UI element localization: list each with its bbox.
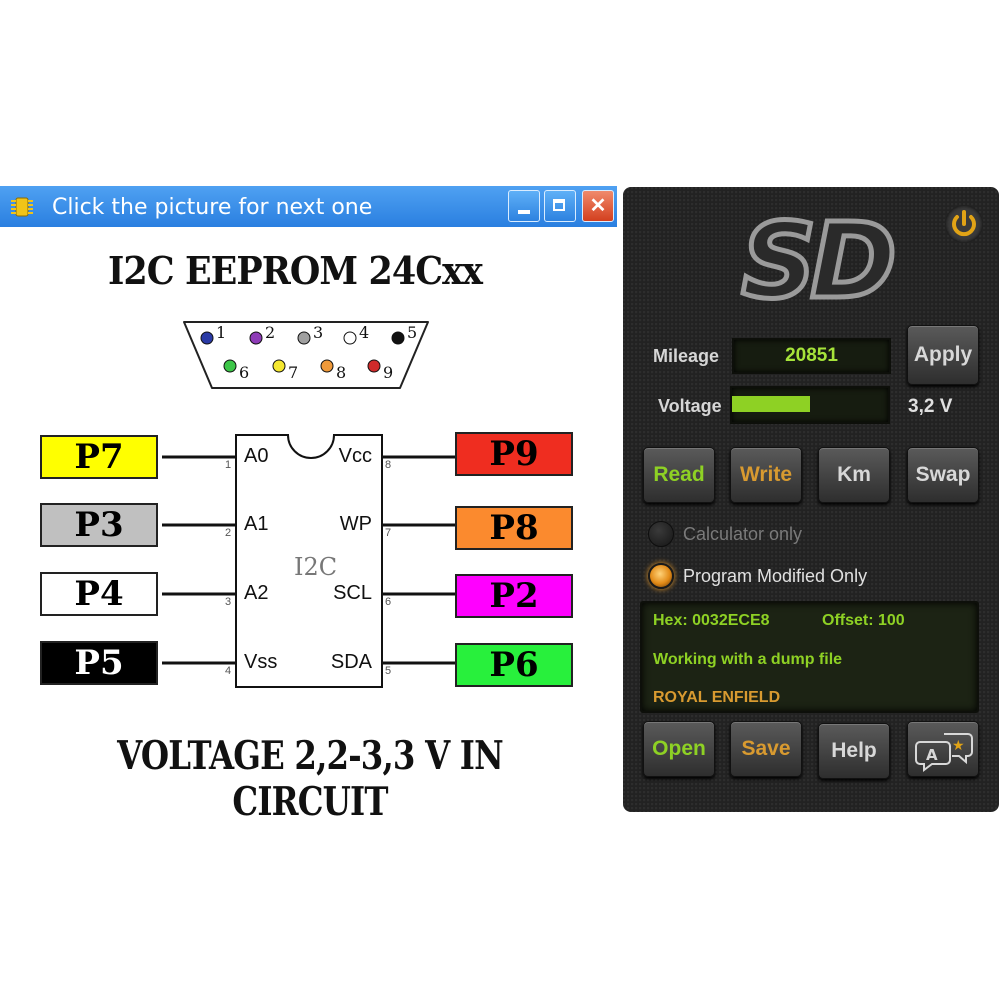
pin-number-8: 8 bbox=[336, 363, 346, 382]
pin-box-p8: P8 bbox=[455, 506, 573, 550]
voltage-level-bar bbox=[732, 396, 810, 412]
program-modified-only-radio[interactable] bbox=[648, 563, 674, 589]
db9-connector: 1 2 3 4 5 6 7 8 9 bbox=[183, 321, 429, 389]
read-button[interactable]: Read bbox=[643, 447, 715, 503]
pin-number-5: 5 bbox=[407, 323, 417, 342]
apply-button[interactable]: Apply bbox=[907, 325, 979, 385]
picture-footer: VOLTAGE 2,2-3,3 V IN CIRCUIT bbox=[117, 733, 504, 825]
power-button[interactable] bbox=[945, 205, 983, 243]
pin-number-chip-4: 4 bbox=[225, 665, 232, 677]
calculator-only-radio[interactable] bbox=[648, 521, 674, 547]
sd-control-panel: SD Mileage 20851 Apply Voltage 3,2 V Rea… bbox=[623, 187, 999, 812]
pin-name-a1: A1 bbox=[244, 513, 269, 535]
pin-dot-4 bbox=[343, 331, 357, 345]
pin-number-7: 7 bbox=[288, 363, 298, 382]
pin-dot-3 bbox=[297, 331, 311, 345]
logo-text: SD bbox=[741, 217, 892, 309]
pin-box-p9: P9 bbox=[455, 432, 573, 476]
pin-dot-9 bbox=[367, 359, 381, 373]
mileage-value: 20851 bbox=[785, 345, 838, 366]
pin-box-p7: P7 bbox=[40, 435, 158, 479]
power-icon bbox=[952, 210, 976, 237]
pin-name-vcc: Vcc bbox=[338, 445, 372, 467]
pin-number-4: 4 bbox=[359, 323, 369, 342]
pin-number-chip-5: 5 bbox=[385, 665, 392, 677]
pin-name-a0: A0 bbox=[244, 445, 269, 467]
mileage-label: Mileage bbox=[653, 346, 720, 366]
program-modified-only-label: Program Modified Only bbox=[683, 566, 868, 586]
minimize-icon bbox=[518, 210, 530, 214]
km-button[interactable]: Km bbox=[818, 447, 890, 503]
pin-name-wp: WP bbox=[339, 513, 372, 535]
open-button[interactable]: Open bbox=[643, 721, 715, 777]
write-button[interactable]: Write bbox=[730, 447, 802, 503]
pin-box-p3: P3 bbox=[40, 503, 158, 547]
svg-text:★: ★ bbox=[952, 738, 965, 754]
pin-dot-2 bbox=[249, 331, 263, 345]
pin-name-sda: SDA bbox=[330, 651, 372, 673]
swap-button[interactable]: Swap bbox=[907, 447, 979, 503]
close-button[interactable]: ✕ bbox=[582, 190, 614, 222]
save-button[interactable]: Save bbox=[730, 721, 802, 777]
pin-number-chip-1: 1 bbox=[225, 459, 232, 471]
help-button[interactable]: Help bbox=[818, 723, 890, 779]
pin-number-6: 6 bbox=[239, 363, 249, 382]
pin-number-chip-3: 3 bbox=[225, 596, 232, 608]
pin-dot-5 bbox=[391, 331, 405, 345]
window-title: Click the picture for next one bbox=[52, 195, 373, 220]
chip-label: I2C bbox=[294, 553, 338, 581]
close-icon: ✕ bbox=[589, 195, 607, 217]
pin-box-p2: P2 bbox=[455, 574, 573, 618]
pin-number-chip-6: 6 bbox=[385, 596, 392, 608]
maximize-icon bbox=[553, 199, 565, 211]
language-button[interactable]: A ★ bbox=[907, 721, 979, 777]
svg-text:A: A bbox=[926, 746, 938, 764]
pin-box-p5: P5 bbox=[40, 641, 158, 685]
pin-name-scl: SCL bbox=[333, 582, 372, 604]
status-message: Working with a dump file bbox=[653, 651, 843, 668]
pin-number-chip-2: 2 bbox=[225, 527, 232, 539]
offset-value: Offset: 100 bbox=[822, 612, 905, 629]
minimize-button[interactable] bbox=[508, 190, 540, 222]
pin-number-3: 3 bbox=[313, 323, 323, 342]
pin-name-a2: A2 bbox=[244, 582, 269, 604]
pin-dot-6 bbox=[223, 359, 237, 373]
voltage-value: 3,2 V bbox=[908, 396, 953, 417]
pin-dot-8 bbox=[320, 359, 334, 373]
picture-title: I2C EEPROM 24Cxx bbox=[107, 248, 483, 293]
title-bar[interactable]: Click the picture for next one ✕ bbox=[0, 186, 617, 227]
pin-number-1: 1 bbox=[216, 323, 226, 342]
pinout-picture[interactable]: I2C EEPROM 24Cxx 1 2 3 4 5 6 7 8 9 bbox=[0, 227, 617, 825]
pin-dot-7 bbox=[272, 359, 286, 373]
pin-box-p6: P6 bbox=[455, 643, 573, 687]
picture-window: Click the picture for next one ✕ I2C EEP… bbox=[0, 186, 617, 825]
pin-number-2: 2 bbox=[265, 323, 275, 342]
vehicle-name: ROYAL ENFIELD bbox=[653, 689, 781, 706]
calculator-only-label: Calculator only bbox=[683, 524, 803, 544]
pin-number-9: 9 bbox=[383, 363, 393, 382]
maximize-button[interactable] bbox=[544, 190, 576, 222]
pin-name-vss: Vss bbox=[244, 651, 278, 673]
voltage-meter bbox=[730, 386, 890, 424]
translate-icon: A ★ bbox=[915, 733, 973, 772]
chip-icon bbox=[11, 197, 33, 217]
voltage-label: Voltage bbox=[658, 396, 722, 416]
pin-number-chip-7: 7 bbox=[385, 527, 392, 539]
hex-address: Hex: 0032ECE8 bbox=[653, 612, 770, 629]
sd-logo: SD bbox=[739, 217, 901, 309]
chip-body: I2C A0 A1 A2 Vss Vcc WP SCL SDA bbox=[236, 435, 382, 687]
pin-number-chip-8: 8 bbox=[385, 459, 392, 471]
wiring bbox=[162, 434, 456, 688]
pin-dot-1 bbox=[200, 331, 214, 345]
pin-box-p4: P4 bbox=[40, 572, 158, 616]
status-display: Hex: 0032ECE8 Offset: 100 Working with a… bbox=[640, 601, 979, 713]
mileage-field[interactable]: 20851 bbox=[732, 338, 891, 374]
